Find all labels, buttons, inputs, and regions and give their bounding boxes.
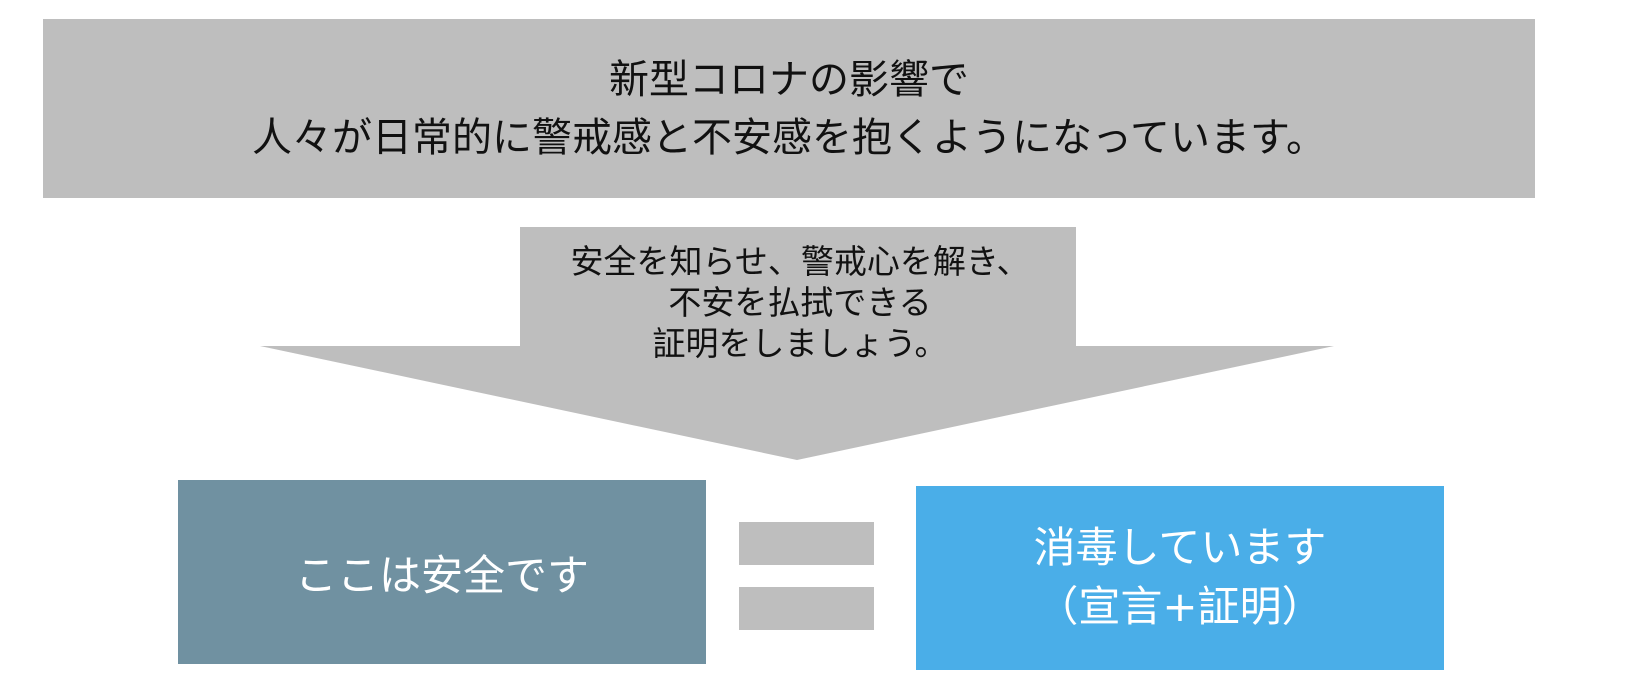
disinfected-box: 消毒しています （宣言+証明）: [916, 486, 1444, 670]
headline-banner: 新型コロナの影響で 人々が日常的に警戒感と不安感を抱くようになっています。: [43, 19, 1535, 198]
arrow-line-1: 安全を知らせ、警戒心を解き、: [570, 242, 1030, 281]
arrow-line-2: 不安を払拭できる: [668, 282, 932, 322]
arrow-message: 安全を知らせ、警戒心を解き、 不安を払拭できる 証明をしましょう。: [520, 242, 1080, 365]
safe-here-box: ここは安全です: [178, 480, 706, 664]
arrow-line-3: 証明をしましょう。: [652, 323, 948, 363]
equals-sign-bottom-bar: [739, 587, 874, 630]
disinfected-line-2: （宣言+証明）: [1036, 582, 1324, 631]
safe-here-label: ここは安全です: [294, 550, 589, 600]
headline-line-1: 新型コロナの影響で: [609, 56, 969, 103]
disinfected-line-1: 消毒しています: [1033, 523, 1327, 573]
headline-line-2: 人々が日常的に警戒感と不安感を抱くようになっています。: [252, 114, 1326, 161]
equals-sign-top-bar: [739, 522, 874, 565]
down-arrow-polygon: [260, 227, 1334, 460]
